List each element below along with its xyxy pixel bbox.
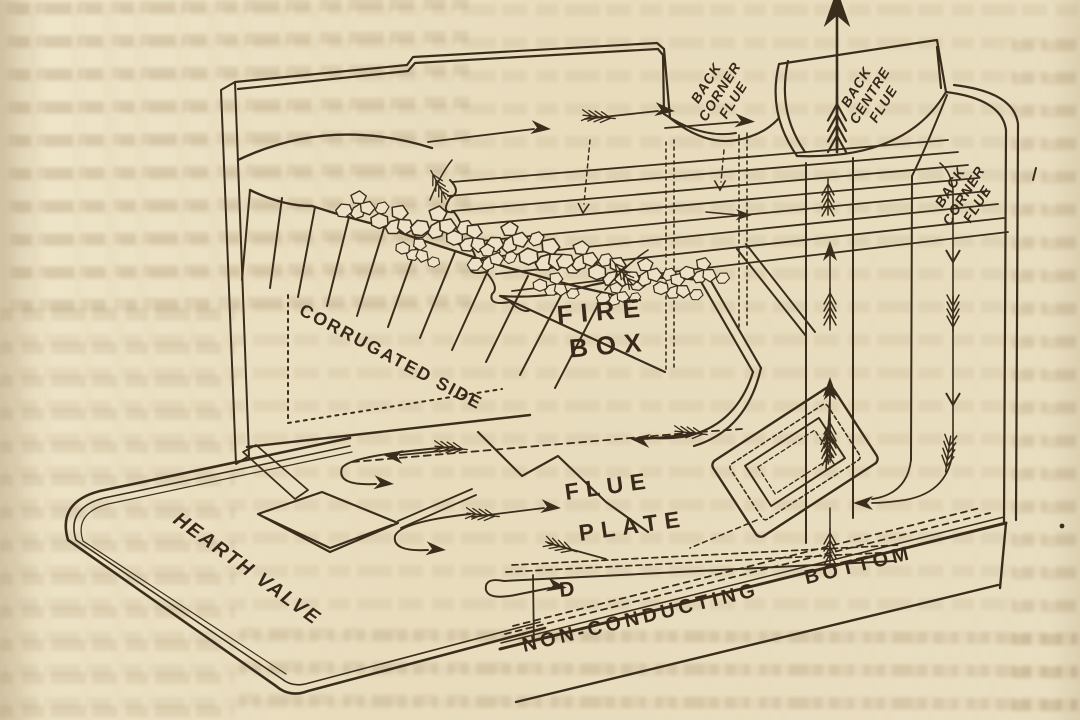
firebox-face — [498, 132, 816, 448]
corner-flue-down-arrows — [853, 162, 961, 510]
ink-specks — [1032, 167, 1065, 529]
flue-plate-arrows — [340, 425, 709, 560]
left-wall-edge — [220, 81, 250, 465]
front-wall-foot — [242, 444, 309, 500]
top-flow-arrows — [427, 102, 756, 221]
chimney-up-arrow — [823, 0, 851, 154]
label-back-corner-flue-left: BACK CORNER FLUE — [687, 59, 750, 124]
base-slab — [498, 507, 1008, 704]
stove-structure — [64, 38, 1020, 704]
damper-up-arrow — [819, 382, 837, 471]
corrugated-side-dotted-outline — [287, 294, 503, 424]
airflow-arrows — [340, 0, 961, 566]
damper-door — [711, 386, 879, 538]
corrugated-side-ridges — [241, 189, 602, 389]
label-line: BOX — [568, 327, 651, 364]
label-point-d: D — [558, 578, 575, 602]
corrugated-top — [444, 139, 1009, 312]
firebox-arrows — [425, 159, 649, 291]
hearth-valve-flap — [256, 488, 477, 554]
firebox-back-curve — [236, 133, 434, 162]
hearth — [64, 436, 547, 695]
